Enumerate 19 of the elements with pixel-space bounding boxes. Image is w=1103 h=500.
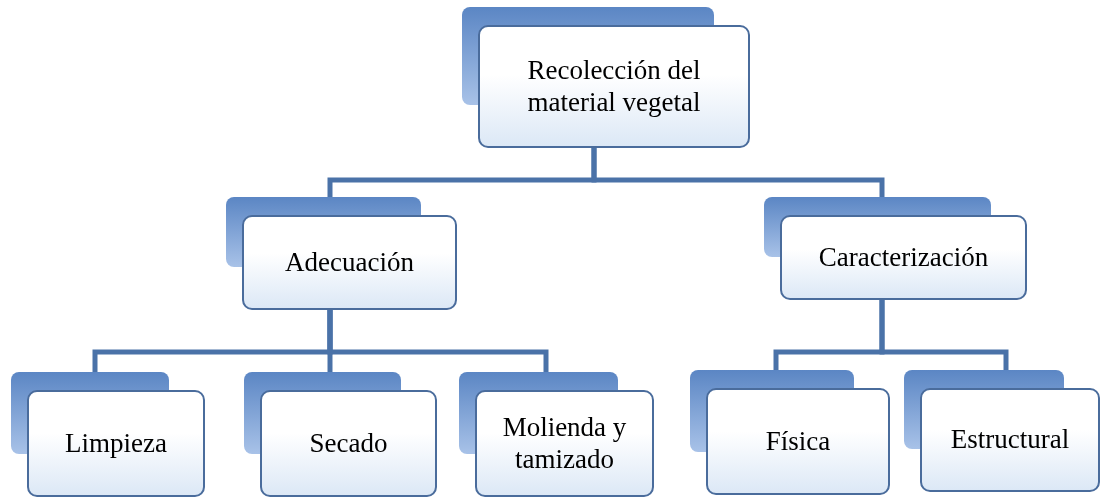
box-label: Adecuación xyxy=(285,246,414,278)
connector-line xyxy=(327,310,549,372)
connector-line xyxy=(879,300,1009,370)
connector-line xyxy=(591,148,885,197)
box-label: Molienda y tamizado xyxy=(501,412,628,475)
process-box xyxy=(11,372,205,497)
process-box xyxy=(764,197,1027,300)
box-label: Limpieza xyxy=(65,427,167,459)
box-label: Secado xyxy=(309,427,388,459)
process-box xyxy=(459,372,654,497)
box-label: Recolección del material vegetal xyxy=(526,55,702,118)
process-box xyxy=(244,372,437,497)
box-label: Física xyxy=(765,425,831,457)
box-label: Estructural xyxy=(950,424,1070,456)
box-label: Caracterización xyxy=(818,241,989,273)
process-box xyxy=(690,370,890,495)
process-box xyxy=(462,7,750,148)
process-box xyxy=(226,197,457,310)
process-box xyxy=(904,370,1100,492)
